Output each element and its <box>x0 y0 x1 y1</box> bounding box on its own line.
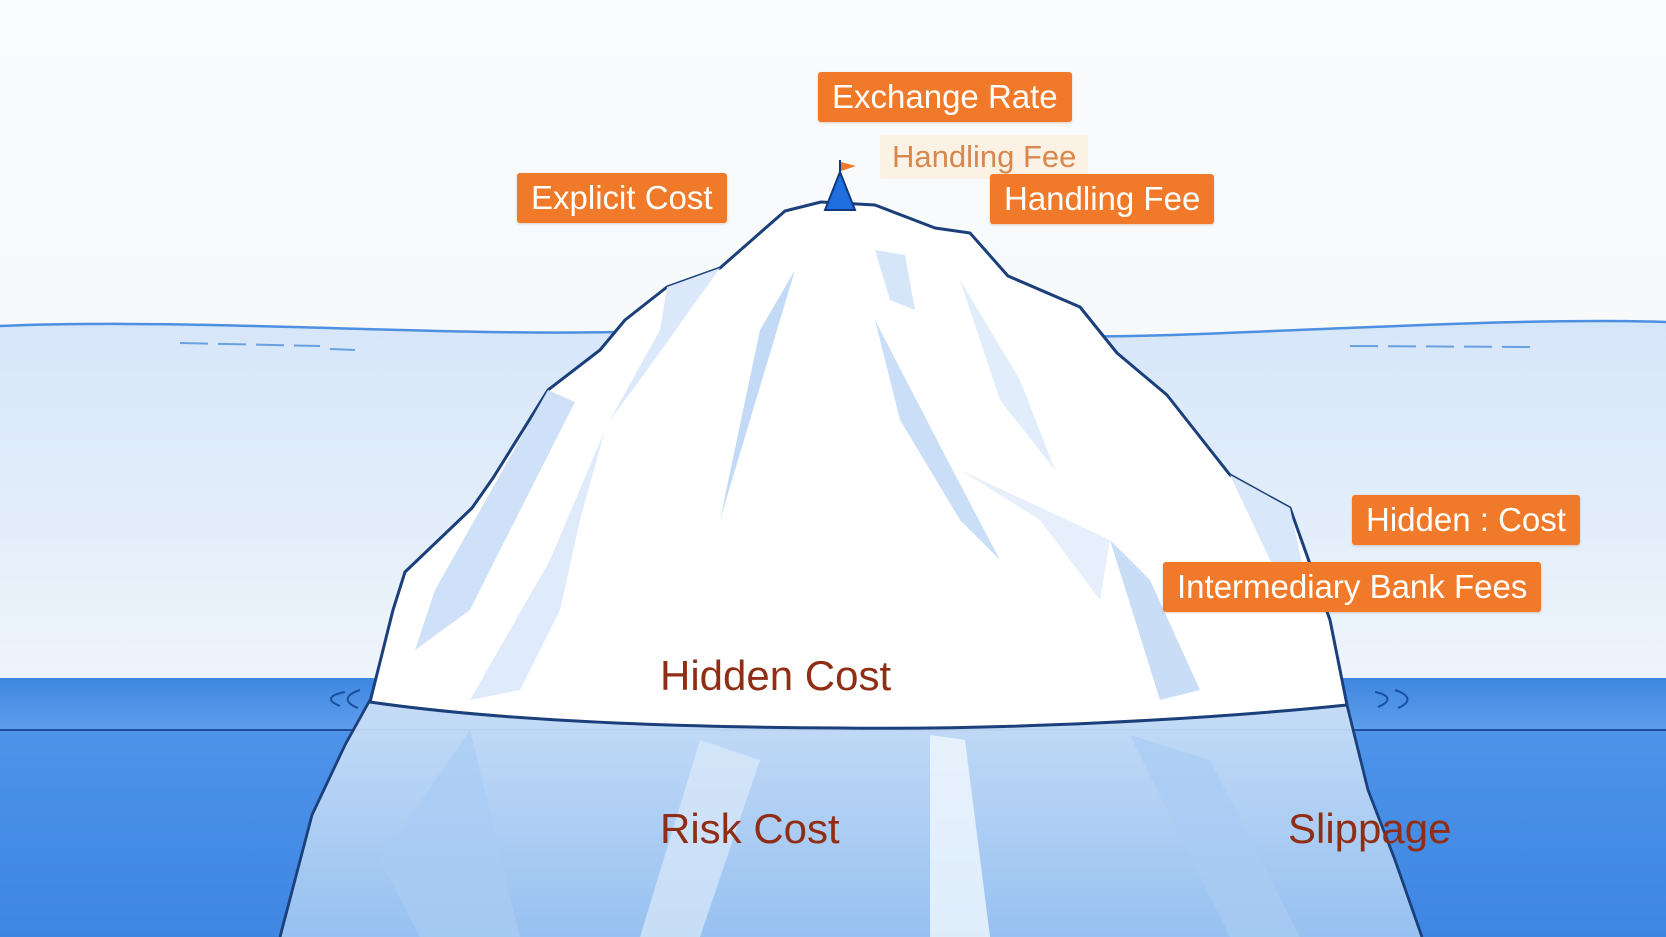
facet-8 <box>470 430 605 700</box>
handling-fee-faint-label: Handling Fee <box>892 139 1077 174</box>
slippage-label: Slippage <box>1288 805 1452 852</box>
explicit-cost-label: Explicit Cost <box>531 179 713 216</box>
intermediary-bank-fees-label: Intermediary Bank Fees <box>1177 568 1528 605</box>
intermediary-bank-fees-tag: Intermediary Bank Fees <box>1163 562 1542 612</box>
submerged-outline-left <box>278 699 372 937</box>
handling-fee-label: Handling Fee <box>1004 180 1201 217</box>
handling-fee-tag: Handling Fee <box>990 174 1215 224</box>
submerged-facet-4 <box>640 740 760 937</box>
ripple-left <box>330 689 361 709</box>
submerged-facet-2 <box>930 735 990 937</box>
surface-dash-left <box>179 342 356 351</box>
hidden-cost-label: Hidden Cost <box>660 652 892 699</box>
flag-cone <box>823 169 857 211</box>
exchange-rate-label: Exchange Rate <box>832 78 1058 115</box>
facet-2 <box>610 268 720 420</box>
flag-pennant <box>841 162 856 171</box>
hidden-cost-tag-label: Hidden : Cost <box>1366 501 1566 538</box>
submerged-facet-3 <box>1130 735 1300 937</box>
ripple-right <box>1374 689 1409 709</box>
submerged-outline-right <box>1345 704 1424 937</box>
submerged-facet-1 <box>380 730 520 937</box>
facet-7 <box>1110 540 1200 700</box>
facet-4 <box>875 250 915 310</box>
hidden-cost-tag: Hidden : Cost <box>1352 495 1580 545</box>
iceberg-body <box>368 200 1349 730</box>
facet-3 <box>720 270 795 520</box>
handling-fee-faint-tag: Handling Fee <box>880 135 1089 179</box>
explicit-cost-tag: Explicit Cost <box>517 173 727 223</box>
facet-1 <box>415 390 575 650</box>
facet-6 <box>960 280 1055 470</box>
facet-9 <box>960 470 1110 600</box>
exchange-rate-tag: Exchange Rate <box>818 72 1072 122</box>
submerged-ice <box>280 700 1422 937</box>
risk-cost-label: Risk Cost <box>660 805 840 852</box>
